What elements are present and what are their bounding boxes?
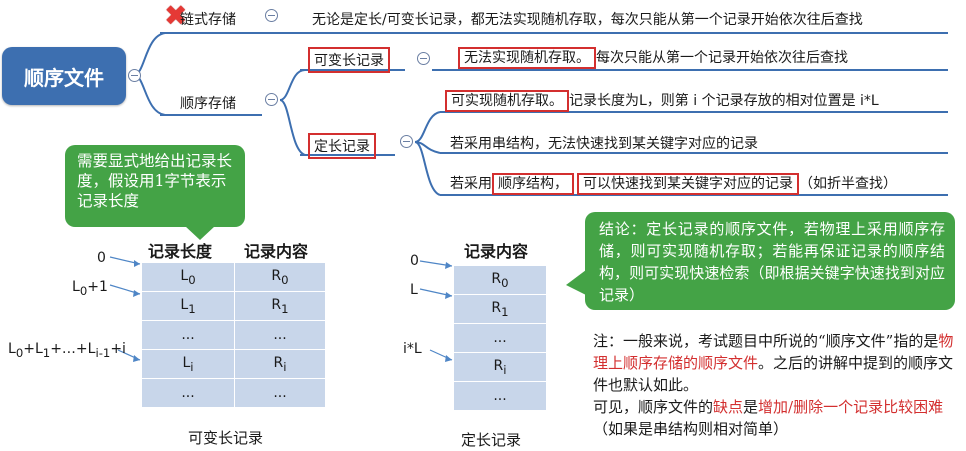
- var-header-length: 记录长度: [148, 242, 213, 261]
- note-text: 注：一般来说，考试题目中所说的“顺序文件”指的是物理上顺序存储的顺序文件。之后的…: [593, 332, 954, 438]
- table-cell: ...: [453, 323, 547, 353]
- fixed-desc-3-highlight-1: 顺序结构，: [492, 173, 574, 195]
- var-desc-highlight: 无法实现随机存取。: [458, 47, 596, 69]
- cross-mark-icon: ✖: [164, 0, 188, 32]
- table-cell: Li: [141, 349, 235, 379]
- fixed-offset-1: L: [410, 282, 418, 298]
- table-row: R1: [453, 294, 547, 324]
- chain-collapse-icon[interactable]: [265, 9, 278, 22]
- var-header-content: 记录内容: [244, 242, 309, 261]
- var-collapse-icon[interactable]: [417, 52, 430, 65]
- fixed-desc-2: 若采用串结构，无法快速找到某关键字对应的记录: [450, 136, 758, 152]
- fixed-offset-0: 0: [410, 253, 419, 269]
- fixed-table-caption: 定长记录: [461, 431, 522, 449]
- table-cell: R0: [234, 262, 326, 292]
- fixed-desc-1: 可实现随机存取。记录长度为L，则第 i 个记录存放的相对位置是 i*L: [445, 90, 879, 112]
- table-cell: ...: [141, 378, 235, 408]
- callout-conclusion: 结论：定长记录的顺序文件，若物理上采用顺序存储，则可实现随机存取；若能再保证记录…: [585, 212, 955, 310]
- table-row: R0: [453, 265, 547, 295]
- table-cell: L1: [141, 291, 235, 321]
- root-node[interactable]: 顺序文件: [2, 47, 126, 105]
- var-offset-i: L0+L1+…+Li-1+i: [8, 341, 126, 360]
- note-highlight-insert-delete: 增加/删除一个记录比较困难: [758, 398, 944, 416]
- chain-description: 无论是定长/可变长记录，都无法实现随机存取，每次只能从第一个记录开始依次往后查找: [312, 12, 863, 28]
- var-offset-1: L0+1: [72, 279, 108, 298]
- fixed-header-content: 记录内容: [464, 242, 529, 261]
- table-row: ...: [453, 323, 547, 353]
- node-chain-storage[interactable]: 链式存储: [180, 12, 236, 28]
- table-cell: ...: [453, 381, 547, 411]
- fixed-desc-1-highlight: 可实现随机存取。: [445, 90, 569, 112]
- root-label: 顺序文件: [24, 65, 104, 90]
- fixed-record-table: R0 R1 ... Ri ...: [453, 265, 547, 411]
- table-row: Ri: [453, 352, 547, 382]
- table-row: ......: [141, 320, 326, 350]
- table-cell: ...: [141, 320, 235, 350]
- note-highlight-physical: 物理上顺序存储的顺序文件: [593, 332, 954, 372]
- fixed-collapse-icon[interactable]: [400, 135, 413, 148]
- table-cell: R1: [453, 294, 547, 324]
- fixed-desc-3-highlight-2: 可以快速找到某关键字对应的记录: [577, 173, 799, 195]
- table-cell: R0: [453, 265, 547, 295]
- node-variable-record[interactable]: 可变长记录: [308, 47, 390, 73]
- seq-collapse-icon[interactable]: [265, 93, 278, 106]
- callout-record-length: 需要显式地给出记录长度，假设用1字节表示记录长度: [65, 145, 245, 227]
- root-collapse-icon[interactable]: [128, 69, 141, 82]
- table-row: ...: [453, 381, 547, 411]
- table-cell: ...: [234, 378, 326, 408]
- node-seq-storage[interactable]: 顺序存储: [180, 96, 236, 112]
- table-cell: L0: [141, 262, 235, 292]
- var-table-caption: 可变长记录: [188, 429, 264, 447]
- fixed-desc-3: 若采用顺序结构，可以快速找到某关键字对应的记录（如折半查找）: [450, 173, 897, 195]
- table-cell: Ri: [453, 352, 547, 382]
- table-cell: ...: [234, 320, 326, 350]
- table-cell: Ri: [234, 349, 326, 379]
- var-offset-0: 0: [97, 250, 106, 266]
- note-highlight-drawback: 缺点: [713, 398, 744, 416]
- node-fixed-record[interactable]: 定长记录: [308, 133, 376, 159]
- table-row: ......: [141, 378, 326, 408]
- table-cell: R1: [234, 291, 326, 321]
- fixed-offset-i: i*L: [403, 341, 422, 357]
- var-description: 无法实现随机存取。每次只能从第一个记录开始依次往后查找: [458, 47, 848, 69]
